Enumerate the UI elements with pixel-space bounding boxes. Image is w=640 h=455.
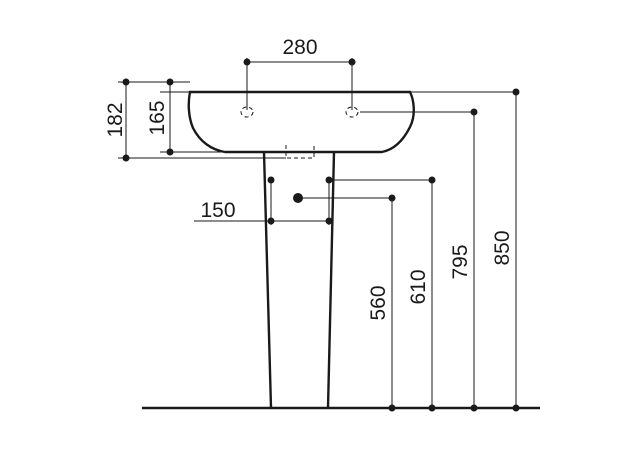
- tap-hole-left: [240, 106, 254, 118]
- tap-hole-right: [345, 106, 359, 118]
- dim-dot: [122, 78, 130, 86]
- dim-label-150: 150: [200, 199, 235, 222]
- basin-outline: [187, 90, 415, 154]
- dim-label-610: 610: [407, 269, 430, 304]
- dim-dot: [428, 176, 436, 184]
- dim-label-795: 795: [449, 244, 472, 279]
- dim-label-850: 850: [491, 230, 514, 265]
- dim-dot: [166, 78, 174, 86]
- dim-dot: [243, 58, 251, 66]
- dim-dot: [470, 404, 478, 412]
- pedestal-right-edge: [326, 151, 336, 409]
- dim-dot: [348, 58, 356, 66]
- dim-dot: [388, 404, 396, 412]
- dim-label-165: 165: [146, 100, 169, 135]
- dim-dot: [470, 108, 478, 116]
- dim-dot: [428, 404, 436, 412]
- dim-label-280: 280: [282, 36, 317, 59]
- dim-label-182: 182: [104, 102, 127, 137]
- dim-dot: [267, 176, 275, 184]
- dim-dot: [267, 217, 275, 225]
- dim-dot: [166, 148, 174, 156]
- pedestal-left-edge: [262, 151, 273, 409]
- dim-dot: [388, 194, 396, 202]
- dim-dot: [512, 404, 520, 412]
- dim-dot: [512, 88, 520, 96]
- dim-dot: [122, 154, 130, 162]
- dim-label-560: 560: [367, 285, 390, 320]
- dim-dot: [325, 217, 333, 225]
